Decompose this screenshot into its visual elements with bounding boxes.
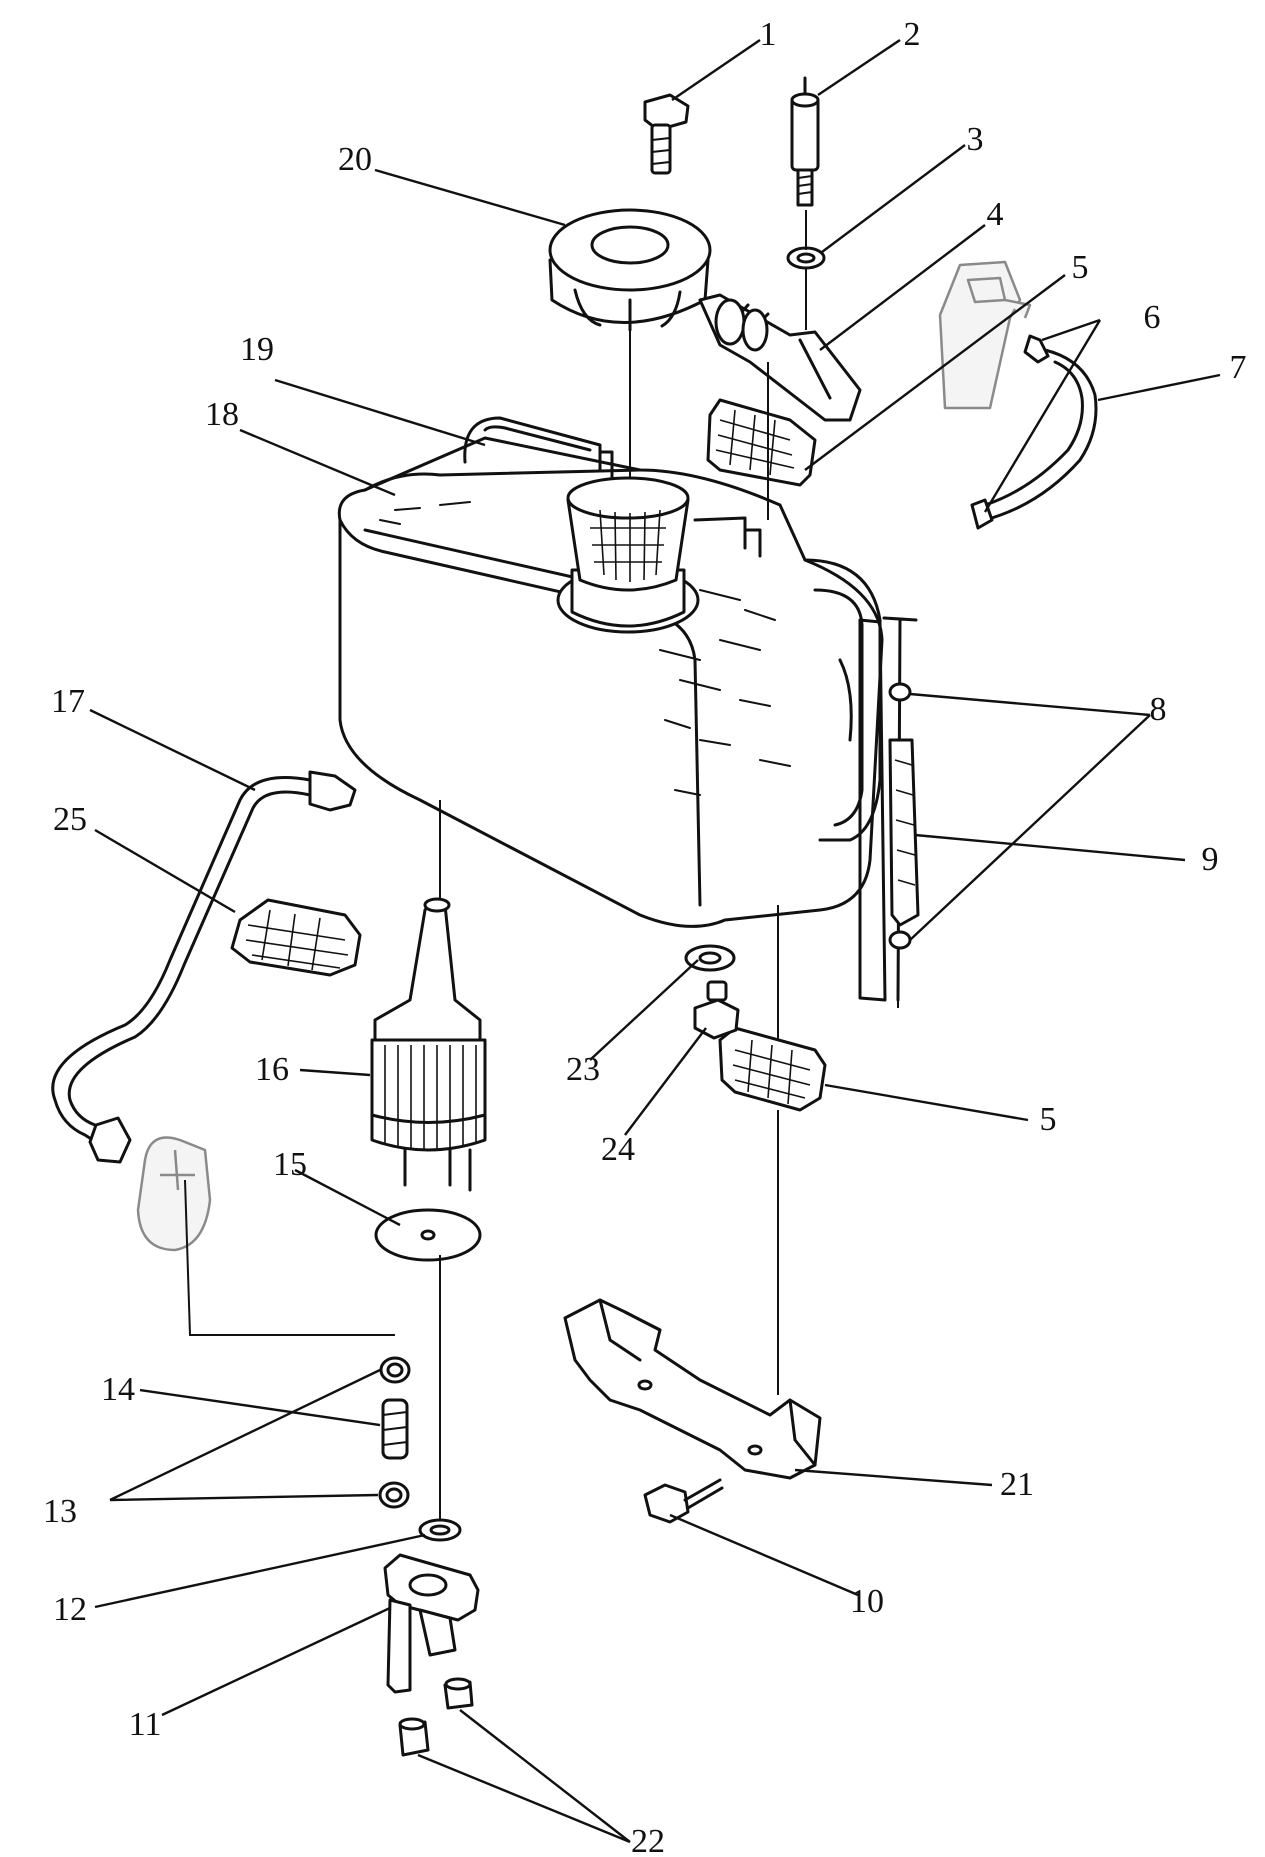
callout-25: 25 (53, 801, 87, 838)
drain-washer (684, 944, 736, 972)
callout-5-upper: 5 (1072, 249, 1089, 286)
assembly-axes (439, 210, 899, 1520)
callout-13: 13 (43, 1493, 77, 1530)
callout-23: 23 (566, 1051, 600, 1088)
callout-15: 15 (273, 1146, 307, 1183)
callout-8: 8 (1150, 691, 1167, 728)
callout-7: 7 (1230, 349, 1247, 386)
callouts: 1 2 3 4 5 6 7 8 9 10 11 12 13 14 15 16 1… (43, 16, 1247, 1857)
rubber-cushion (230, 898, 362, 977)
callout-9: 9 (1202, 841, 1219, 878)
sponge-pad-upper (706, 398, 817, 487)
callout-18: 18 (205, 396, 239, 433)
callout-10: 10 (850, 1583, 884, 1620)
clamp-upper (379, 1356, 411, 1384)
callout-11: 11 (129, 1706, 162, 1743)
callout-6: 6 (1144, 299, 1161, 336)
grommet-left (398, 1717, 430, 1757)
clamp-lower (378, 1481, 410, 1509)
callout-5-lower: 5 (1040, 1101, 1057, 1138)
callout-16: 16 (255, 1051, 289, 1088)
callout-21: 21 (1000, 1466, 1034, 1503)
callout-24: 24 (601, 1131, 635, 1168)
fuel-tank (337, 416, 884, 928)
leader-lines (89, 39, 1221, 1844)
callout-2: 2 (904, 16, 921, 53)
callout-4: 4 (987, 196, 1004, 233)
stud-top (790, 76, 820, 207)
mounting-bracket (563, 1298, 822, 1480)
fuel-tap (383, 1553, 480, 1694)
callout-14: 14 (101, 1371, 135, 1408)
callout-20: 20 (338, 141, 372, 178)
callout-12: 12 (53, 1591, 87, 1628)
breather-bracket (698, 293, 862, 422)
vent-hose (970, 334, 1098, 530)
callout-19: 19 (240, 331, 274, 368)
tap-routing-line (184, 1179, 395, 1336)
faded-fuel-tap (136, 1136, 212, 1252)
grommet-right (443, 1677, 474, 1710)
gasket (418, 1518, 462, 1542)
bolt-top (643, 93, 690, 175)
hose-piece (381, 1398, 409, 1460)
fuel-filter (370, 897, 487, 1262)
drain-plug (693, 980, 740, 1040)
level-gauge-tube (858, 616, 920, 1002)
faded-component-top-right (938, 260, 1032, 410)
fuel-cap (548, 208, 712, 332)
callout-3: 3 (967, 121, 984, 158)
bracket-bolt (643, 1478, 724, 1524)
callout-1: 1 (760, 16, 777, 53)
callout-22: 22 (631, 1823, 665, 1857)
callout-17: 17 (51, 683, 85, 720)
washer-top (786, 246, 826, 270)
sponge-pad-lower (718, 1026, 827, 1112)
